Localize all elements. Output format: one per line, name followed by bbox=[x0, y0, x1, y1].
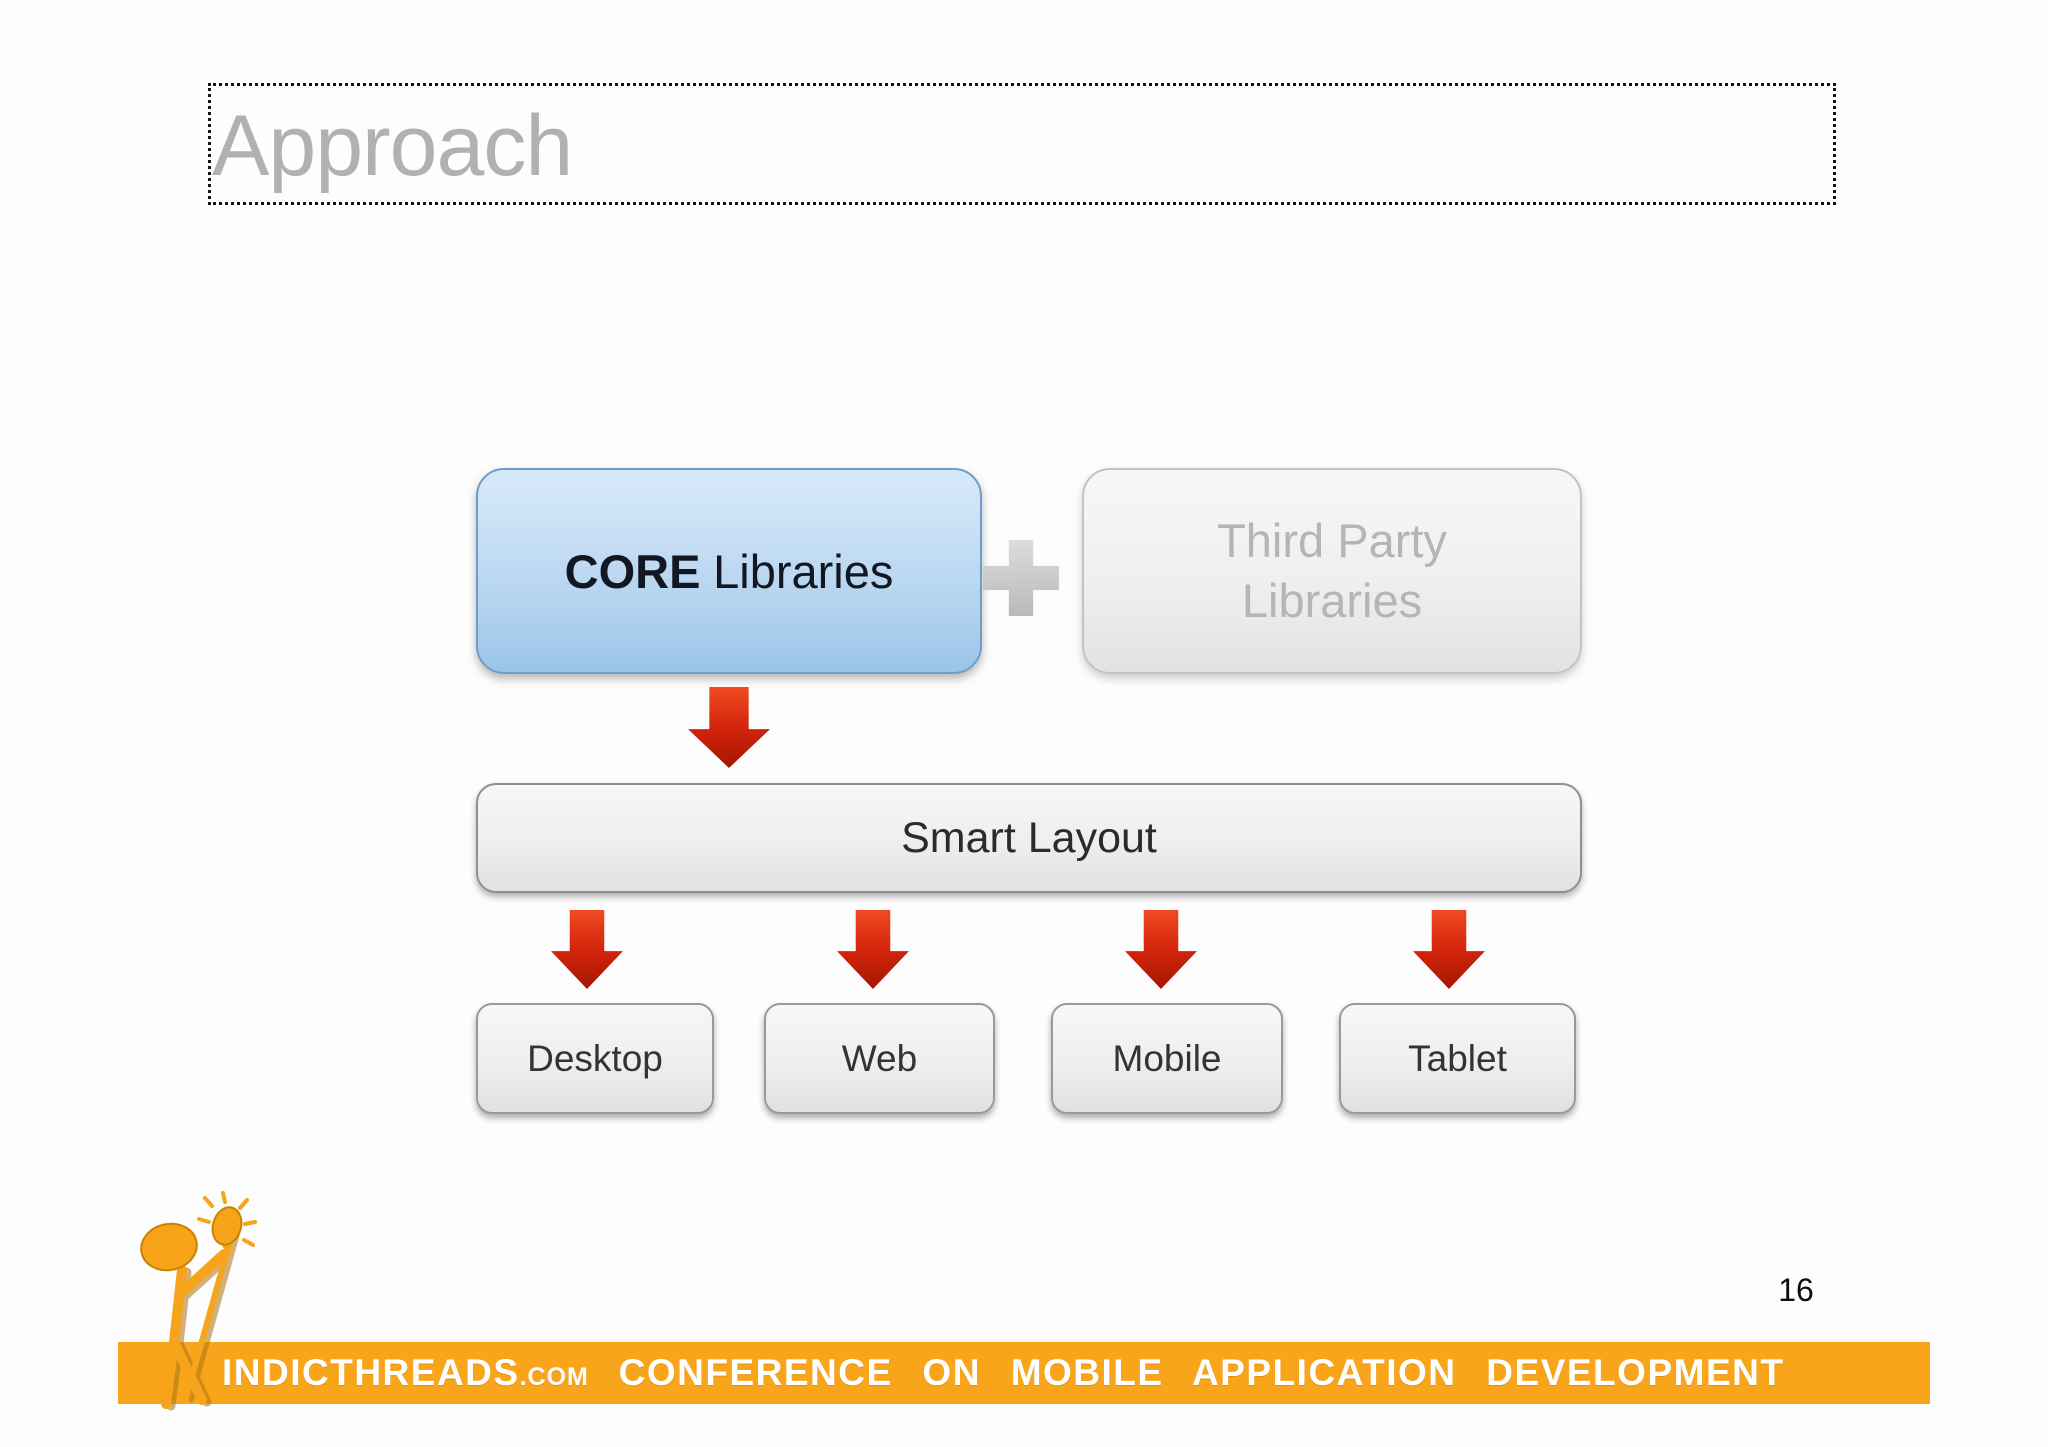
title-placeholder-box bbox=[208, 83, 1836, 205]
third-party-line2: Libraries bbox=[1241, 574, 1423, 627]
down-arrow-icon bbox=[837, 910, 909, 989]
footer-tagline: CONFERENCE ON MOBILE APPLICATION DEVELOP… bbox=[618, 1352, 1785, 1393]
third-party-libraries-label: Third Party Libraries bbox=[1217, 511, 1447, 631]
page-number: 16 bbox=[1778, 1272, 1814, 1308]
target-box-web: Web bbox=[764, 1003, 995, 1114]
down-arrow-icon bbox=[688, 687, 770, 768]
footer-text: INDICTHREADS.COM CONFERENCE ON MOBILE AP… bbox=[118, 1352, 1784, 1394]
core-libraries-label-strong: CORE bbox=[564, 544, 701, 598]
down-arrow-icon bbox=[1413, 910, 1485, 989]
down-arrow-icon bbox=[1125, 910, 1197, 989]
third-party-libraries-box: Third Party Libraries bbox=[1082, 468, 1582, 674]
target-label: Mobile bbox=[1112, 1037, 1222, 1079]
target-label: Tablet bbox=[1408, 1037, 1507, 1079]
smart-layout-label: Smart Layout bbox=[901, 813, 1157, 862]
down-arrow-icon bbox=[551, 910, 623, 989]
core-libraries-label-rest: Libraries bbox=[713, 544, 894, 598]
third-party-line1: Third Party bbox=[1217, 513, 1447, 567]
page-title: Approach bbox=[212, 98, 573, 194]
footer-brand: INDICTHREADS bbox=[222, 1352, 520, 1393]
target-label: Web bbox=[841, 1037, 918, 1079]
target-box-desktop: Desktop bbox=[476, 1003, 714, 1114]
target-box-mobile: Mobile bbox=[1051, 1003, 1283, 1114]
footer-bar: INDICTHREADS.COM CONFERENCE ON MOBILE AP… bbox=[118, 1342, 1930, 1404]
plus-icon bbox=[983, 540, 1059, 616]
indicthreads-logo-icon bbox=[140, 1191, 257, 1411]
footer-brand-suffix: .COM bbox=[519, 1363, 589, 1391]
target-box-tablet: Tablet bbox=[1339, 1003, 1576, 1114]
target-label: Desktop bbox=[527, 1037, 663, 1079]
smart-layout-box: Smart Layout bbox=[476, 783, 1582, 893]
